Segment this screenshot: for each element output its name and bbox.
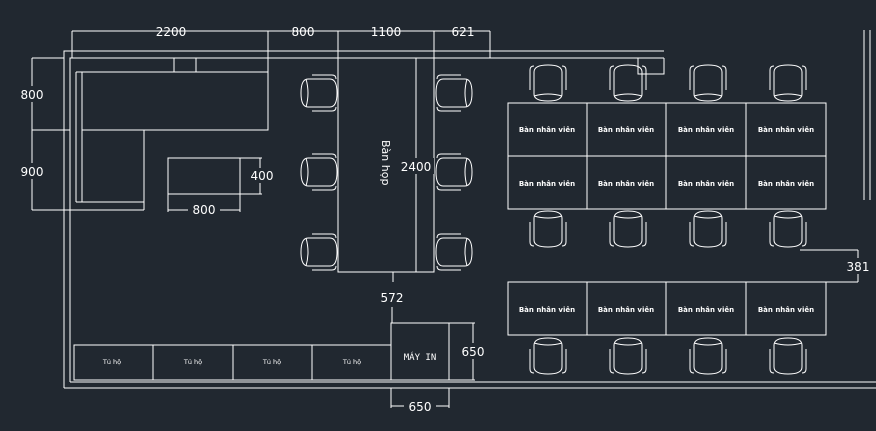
meeting-chairs-right: [435, 74, 473, 271]
cabinet-label: Tủ hộ: [102, 358, 121, 366]
staff-desk-label: Bàn nhân viên: [519, 306, 575, 314]
staff-desk-labels-row3: Bàn nhân viên Bàn nhân viên Bàn nhân viê…: [519, 306, 814, 314]
staff-desk-label: Bàn nhân viên: [678, 126, 734, 134]
dim-381-group: 381: [800, 249, 876, 283]
staff-desk-labels-row1: Bàn nhân viên Bàn nhân viên Bàn nhân viê…: [519, 126, 814, 134]
staff-chairs-top: [529, 64, 807, 102]
staff-chairs-middle: [529, 210, 807, 248]
staff-desk-label: Bàn nhân viên: [598, 306, 654, 314]
cabinet-label: Tủ hộ: [342, 358, 361, 366]
staff-chairs-bottom: [529, 337, 807, 375]
dim-desk-800: 800: [193, 203, 216, 217]
staff-desk-labels-row2: Bàn nhân viên Bàn nhân viên Bàn nhân viê…: [519, 180, 814, 188]
staff-desk-label: Bàn nhân viên: [678, 306, 734, 314]
staff-desk-label: Bàn nhân viên: [758, 180, 814, 188]
staff-desk-label: Bàn nhân viên: [758, 126, 814, 134]
top-dimension-chain: 2200 800 1100 621: [71, 25, 491, 130]
staff-desk-label: Bàn nhân viên: [598, 126, 654, 134]
dim-2200: 2200: [156, 25, 187, 39]
small-desk: 800 400: [167, 157, 274, 217]
left-dimension-chain: 800 900: [14, 57, 144, 211]
room-walls: [63, 30, 876, 389]
meeting-table: Bàn họp 2400: [337, 57, 435, 282]
staff-desk-block-upper: [507, 102, 827, 210]
staff-desk-label: Bàn nhân viên: [758, 306, 814, 314]
dim-800-top: 800: [292, 25, 315, 39]
staff-desk-label: Bàn nhân viên: [519, 180, 575, 188]
printer: MÁY IN 650 650: [390, 322, 488, 415]
staff-desk-label: Bàn nhân viên: [598, 180, 654, 188]
cabinet-label: Tủ hộ: [183, 358, 202, 366]
dim-printer-650-h: 650: [409, 400, 432, 414]
staff-desk-block-lower: [507, 281, 827, 336]
printer-label: MÁY IN: [404, 351, 437, 363]
cabinet-label: Tủ hộ: [262, 358, 281, 366]
dim-800-left: 800: [21, 88, 44, 102]
dim-900: 900: [21, 165, 44, 179]
staff-desk-label: Bàn nhân viên: [519, 126, 575, 134]
meeting-table-label: Bàn họp: [379, 140, 392, 185]
staff-desk-label: Bàn nhân viên: [678, 180, 734, 188]
dim-2400: 2400: [401, 160, 432, 174]
l-desk: [75, 57, 269, 210]
meeting-chairs-left: [300, 74, 338, 271]
dim-621: 621: [452, 25, 475, 39]
dim-572: 572: [381, 291, 404, 305]
dim-printer-650-v: 650: [462, 345, 485, 359]
dim-381: 381: [847, 260, 870, 274]
dim-desk-400: 400: [251, 169, 274, 183]
dim-1100: 1100: [371, 25, 402, 39]
cabinets: Tủ hộ Tủ hộ Tủ hộ Tủ hộ: [73, 344, 392, 381]
dim-572-group: 572: [381, 291, 404, 323]
